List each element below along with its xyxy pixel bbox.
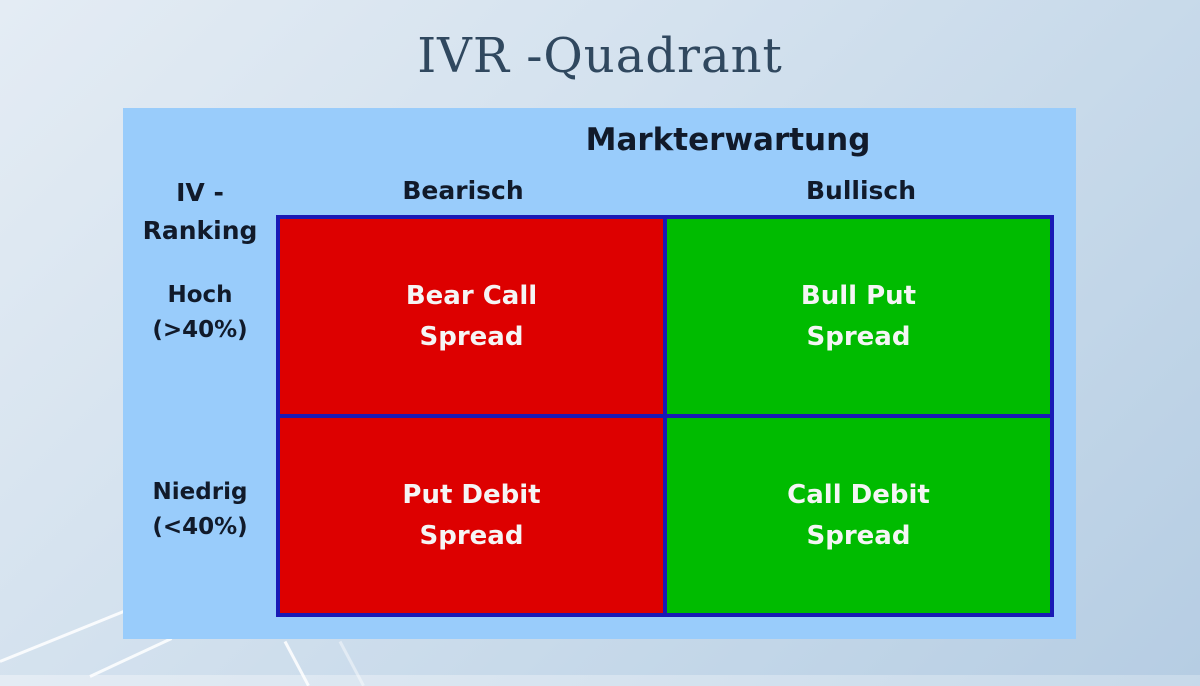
quadrant-grid: Bear Call Spread Bull Put Spread Put Deb… — [276, 215, 1054, 617]
iv-ranking-line1: IV - — [176, 178, 224, 207]
cell-put-debit-spread: Put Debit Spread — [280, 418, 663, 613]
page-title: IVR -Quadrant — [417, 28, 783, 84]
cell-bear-call-spread: Bear Call Spread — [280, 219, 663, 414]
row-label-low-range: (<40%) — [152, 514, 248, 540]
row-label-low-text: Niedrig — [152, 479, 248, 505]
row-label-low: Niedrig (<40%) — [123, 475, 277, 545]
decorative-line — [89, 637, 173, 678]
market-expectation-header: Markterwartung — [585, 122, 871, 158]
row-label-high-range: (>40%) — [152, 317, 248, 343]
decorative-line — [338, 640, 365, 686]
decorative-line — [283, 640, 310, 686]
iv-ranking-line2: Ranking — [142, 216, 258, 245]
iv-ranking-label: IV - Ranking — [123, 174, 277, 250]
cell-call-debit-spread: Call Debit Spread — [667, 418, 1050, 613]
column-header-bearish: Bearisch — [402, 176, 524, 205]
cell-bull-put-spread: Bull Put Spread — [667, 219, 1050, 414]
column-header-bullish: Bullisch — [805, 176, 917, 205]
quadrant-panel: Markterwartung Bearisch Bullisch IV - Ra… — [123, 108, 1076, 639]
row-label-high: Hoch (>40%) — [123, 278, 277, 348]
row-label-high-text: Hoch — [167, 282, 233, 308]
